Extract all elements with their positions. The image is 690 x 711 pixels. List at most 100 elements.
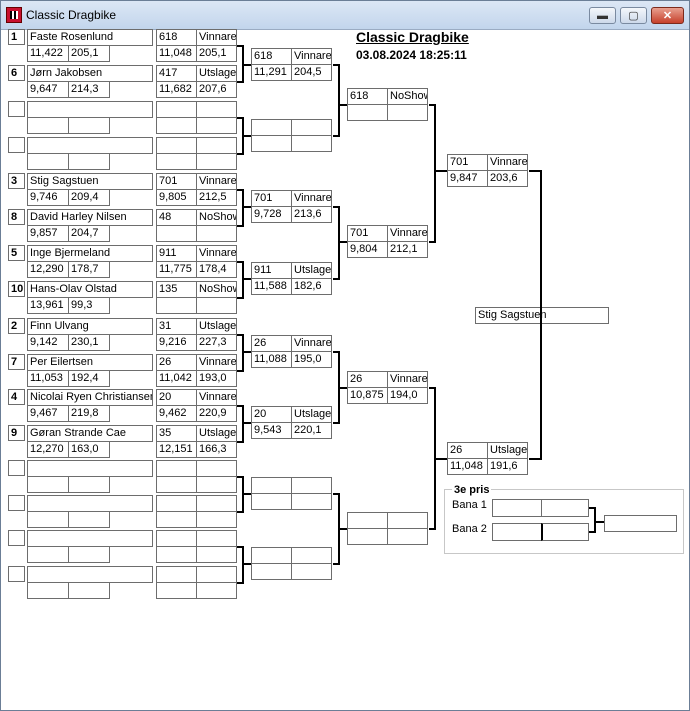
r2-time-field[interactable] [251,563,292,580]
r2-number-field[interactable]: 701 [251,190,292,207]
start-number-field[interactable] [156,460,197,477]
r2-speed-field[interactable]: 220,1 [291,422,332,439]
race-time-field[interactable] [156,546,197,563]
r3-time-field[interactable] [347,528,388,545]
r3-time-field[interactable]: 9,804 [347,241,388,258]
title-bar[interactable]: Classic Dragbike ▬ ▢ ✕ [1,1,689,30]
r4-speed-field[interactable]: 191,6 [487,458,528,475]
r2-speed-field[interactable] [291,135,332,152]
race-time-field[interactable] [156,297,197,314]
racer-name-field[interactable]: Stig Sagstuen [27,173,153,190]
race-time-field[interactable] [156,511,197,528]
r3-number-field[interactable] [347,512,388,529]
result-status-field[interactable] [196,137,237,154]
qual-time-field[interactable]: 9,746 [27,189,69,206]
race-speed-field[interactable]: 178,4 [196,261,237,278]
race-speed-field[interactable]: 227,3 [196,334,237,351]
qual-speed-field[interactable] [68,582,110,599]
race-speed-field[interactable] [196,582,237,599]
result-status-field[interactable] [196,460,237,477]
r3-speed-field[interactable]: 212,1 [387,241,428,258]
result-status-field[interactable]: Utslager [196,425,237,442]
race-time-field[interactable]: 11,042 [156,370,197,387]
qual-speed-field[interactable] [68,546,110,563]
qual-speed-field[interactable]: 204,7 [68,225,110,242]
r4-number-field[interactable]: 26 [447,442,488,459]
race-time-field[interactable]: 11,048 [156,45,197,62]
qual-speed-field[interactable]: 205,1 [68,45,110,62]
r2-status-field[interactable]: Utslager [291,406,332,423]
qual-speed-field[interactable]: 230,1 [68,334,110,351]
racer-name-field[interactable]: Jørn Jakobsen [27,65,153,82]
r2-number-field[interactable]: 20 [251,406,292,423]
maximize-button[interactable]: ▢ [620,7,647,24]
racer-name-field[interactable] [27,530,153,547]
race-time-field[interactable]: 9,216 [156,334,197,351]
qual-time-field[interactable]: 12,290 [27,261,69,278]
race-speed-field[interactable] [196,117,237,134]
race-speed-field[interactable] [196,225,237,242]
start-number-field[interactable]: 135 [156,281,197,298]
r3-speed-field[interactable] [387,528,428,545]
qual-speed-field[interactable] [68,153,110,170]
third-lane2-time[interactable] [492,523,542,541]
racer-name-field[interactable] [27,101,153,118]
r2-time-field[interactable] [251,135,292,152]
qual-time-field[interactable]: 11,422 [27,45,69,62]
racer-name-field[interactable] [27,137,153,154]
third-lane1-time[interactable] [492,499,542,517]
race-speed-field[interactable]: 166,3 [196,441,237,458]
qual-speed-field[interactable] [68,117,110,134]
racer-name-field[interactable]: Gøran Strande Cae [27,425,153,442]
r2-status-field[interactable]: Vinnare [291,335,332,352]
start-number-field[interactable]: 26 [156,354,197,371]
r2-time-field[interactable]: 9,543 [251,422,292,439]
qual-time-field[interactable]: 11,053 [27,370,69,387]
racer-name-field[interactable] [27,460,153,477]
qual-speed-field[interactable]: 214,3 [68,81,110,98]
r2-status-field[interactable]: Vinnare [291,48,332,65]
r2-speed-field[interactable]: 204,5 [291,64,332,81]
racer-name-field[interactable]: Per Eilertsen [27,354,153,371]
r2-speed-field[interactable]: 195,0 [291,351,332,368]
racer-name-field[interactable] [27,495,153,512]
race-speed-field[interactable] [196,153,237,170]
race-time-field[interactable]: 11,775 [156,261,197,278]
result-status-field[interactable]: Utslager [196,65,237,82]
qual-speed-field[interactable]: 99,3 [68,297,110,314]
result-status-field[interactable] [196,495,237,512]
qual-time-field[interactable] [27,546,69,563]
racer-name-field[interactable]: Finn Ulvang [27,318,153,335]
qual-time-field[interactable] [27,476,69,493]
r2-status-field[interactable] [291,119,332,136]
result-status-field[interactable]: NoShow [196,281,237,298]
race-speed-field[interactable] [196,546,237,563]
qual-time-field[interactable]: 9,142 [27,334,69,351]
r2-speed-field[interactable]: 213,6 [291,206,332,223]
result-status-field[interactable]: NoShow [196,209,237,226]
qual-speed-field[interactable]: 219,8 [68,405,110,422]
r2-number-field[interactable]: 618 [251,48,292,65]
r2-status-field[interactable] [291,547,332,564]
qual-speed-field[interactable] [68,476,110,493]
r4-speed-field[interactable]: 203,6 [487,170,528,187]
r3-status-field[interactable]: Vinnare [387,371,428,388]
racer-name-field[interactable] [27,566,153,583]
r4-number-field[interactable]: 701 [447,154,488,171]
start-number-field[interactable]: 618 [156,29,197,46]
race-speed-field[interactable] [196,476,237,493]
third-lane1-speed[interactable] [541,499,589,517]
r3-status-field[interactable]: NoShow [387,88,428,105]
race-time-field[interactable]: 11,682 [156,81,197,98]
qual-time-field[interactable]: 9,857 [27,225,69,242]
start-number-field[interactable]: 417 [156,65,197,82]
race-time-field[interactable] [156,476,197,493]
r2-status-field[interactable]: Vinnare [291,190,332,207]
qual-speed-field[interactable]: 192,4 [68,370,110,387]
r4-status-field[interactable]: Utslager [487,442,528,459]
r3-status-field[interactable]: Vinnare [387,225,428,242]
qual-time-field[interactable]: 9,467 [27,405,69,422]
start-number-field[interactable]: 35 [156,425,197,442]
start-number-field[interactable]: 20 [156,389,197,406]
r2-speed-field[interactable]: 182,6 [291,278,332,295]
